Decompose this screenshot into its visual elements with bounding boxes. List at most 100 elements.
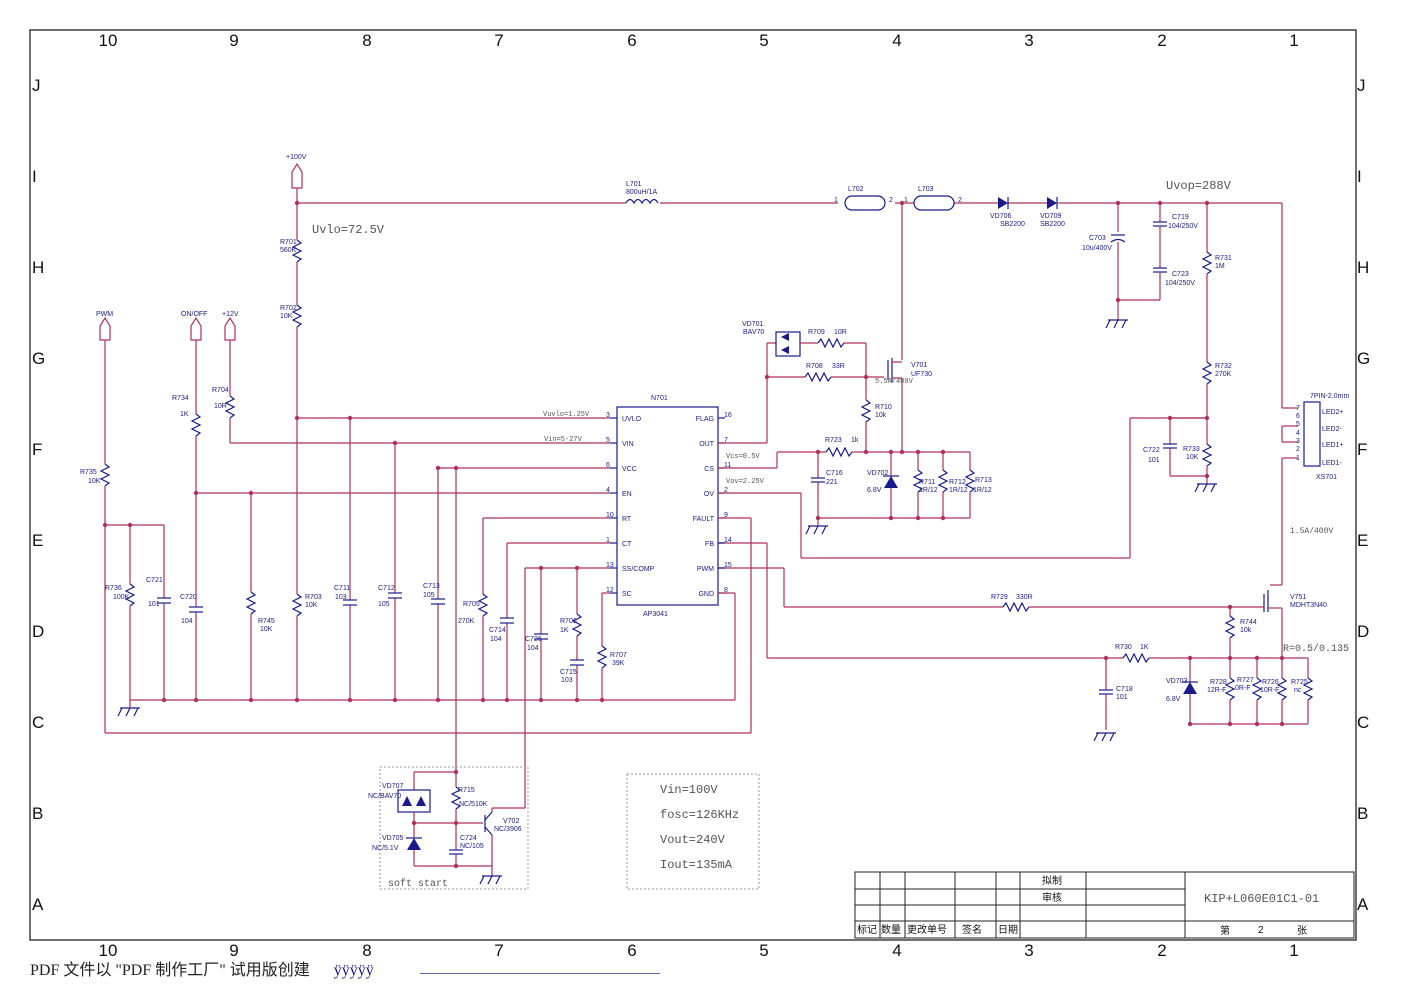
zone-row-left: G (32, 349, 45, 368)
svg-text:12R-F: 12R-F (1207, 687, 1226, 694)
svg-text:221: 221 (826, 479, 838, 486)
svg-text:+12V: +12V (222, 311, 239, 318)
ic-pin-left-num: 12 (606, 587, 614, 594)
svg-text:R745: R745 (258, 618, 275, 625)
zone-col-bottom: 10 (99, 941, 118, 960)
tb-col-label: 数量 (881, 923, 901, 936)
svg-text:330R: 330R (1016, 594, 1033, 601)
left-labels: R701 560K R702 10K R703 10K R704 10R R73… (80, 239, 627, 684)
svg-text:C720: C720 (180, 594, 197, 601)
ic-pin-left-num: 5 (606, 437, 610, 444)
xs701-pin-num: 1 (1296, 455, 1300, 462)
tb-doc-no: KIP+L060E01C1-01 (1204, 892, 1319, 906)
pwm-port: PWM (96, 311, 113, 341)
vin-range-note: Vin=5-27V (544, 436, 583, 444)
xs701-pin-label: LED2+ (1322, 409, 1344, 416)
svg-text:101: 101 (148, 601, 160, 608)
tb-sheet-suffix: 张 (1297, 925, 1307, 937)
svg-text:10K: 10K (280, 313, 293, 320)
zone-row-left: B (32, 804, 43, 823)
svg-text:0R-F: 0R-F (1235, 685, 1251, 692)
svg-text:10R-F: 10R-F (1260, 687, 1279, 694)
svg-text:R727: R727 (1237, 677, 1254, 684)
svg-text:ON/OFF: ON/OFF (181, 311, 207, 318)
svg-text:R703: R703 (305, 594, 322, 601)
zone-row-right: D (1357, 622, 1369, 641)
svg-text:AP3041: AP3041 (643, 611, 668, 618)
zone-col-top: 6 (627, 31, 636, 50)
zone-row-right: B (1357, 804, 1368, 823)
svg-text:R705: R705 (463, 601, 480, 608)
spec-line: Vout=240V (660, 833, 726, 847)
zone-row-right: I (1357, 167, 1362, 186)
uvlo-note: Uvlo=72.5V (312, 223, 385, 237)
svg-text:R707: R707 (610, 652, 627, 659)
svg-text:VD709: VD709 (1040, 213, 1062, 220)
svg-text:VD702: VD702 (867, 470, 889, 477)
xs701-pin-label: LED2- (1322, 426, 1343, 433)
svg-text:10R: 10R (214, 403, 227, 410)
svg-text:10K: 10K (88, 478, 101, 485)
cs-sense-network: R723 1k C716 221 VD702 6.8V R711 1R/12 R… (718, 437, 992, 535)
svg-text:2: 2 (889, 197, 893, 204)
ic-pin-right-name: OV (704, 491, 714, 498)
svg-text:C721: C721 (146, 577, 163, 584)
zone-col-top: 10 (99, 31, 118, 50)
svg-text:C703: C703 (1089, 235, 1106, 242)
svg-text:10u/400V: 10u/400V (1082, 245, 1112, 252)
svg-text:UF730: UF730 (911, 371, 932, 378)
svg-text:R715: R715 (458, 787, 475, 794)
left-capacitors (157, 592, 584, 666)
svg-text:NC/510K: NC/510K (459, 801, 488, 808)
svg-text:C719: C719 (1172, 214, 1189, 221)
ic-pin-left-num: 6 (606, 462, 610, 469)
ic-pin-right-num: 14 (724, 537, 732, 544)
svg-text:1k: 1k (851, 437, 859, 444)
svg-text:nc: nc (1294, 687, 1302, 694)
ic-n701: N701 AP3041 3UVLO5VIN6VCC4EN10RT1CT13SS/… (606, 395, 732, 618)
zone-row-left: E (32, 531, 43, 550)
gate-drive: VD701 BAV70 R709 10R R708 33R V701 UF730… (718, 321, 932, 452)
inductor-l701: L701 800uH/1A (625, 181, 659, 205)
ic-pin-left-num: 3 (606, 412, 610, 419)
svg-text:101: 101 (1148, 457, 1160, 464)
ic-pin-left-name: CT (622, 541, 632, 548)
svg-text:R702: R702 (280, 305, 297, 312)
svg-text:1K: 1K (1140, 644, 1149, 651)
svg-text:R735: R735 (80, 469, 97, 476)
svg-text:C711: C711 (334, 585, 350, 592)
ic-pin-left-name: VIN (622, 441, 634, 448)
svg-text:L702: L702 (848, 186, 864, 193)
xs701-pin-num: 6 (1296, 413, 1300, 420)
zone-col-bottom: 5 (759, 941, 768, 960)
svg-text:+100V: +100V (286, 154, 307, 161)
zone-row-left: J (32, 76, 41, 95)
v751-rating: 1.5A/400V (1290, 527, 1333, 536)
ic-pin-right-num: 16 (724, 412, 732, 419)
resistor-r744: R744 10k (1224, 607, 1257, 658)
svg-text:R731: R731 (1215, 255, 1232, 262)
ic-pin-right-num: 11 (724, 462, 731, 469)
tb-col-label: 日期 (998, 924, 1018, 936)
vcs-note: Vcs=0.5V (726, 453, 760, 461)
title-block: 拟制 审核 KIP+L060E01C1-01 标记数量更改单号签名日期 第 2 … (854, 871, 1355, 939)
svg-text:C716: C716 (826, 470, 843, 477)
zone-row-left: A (32, 895, 44, 914)
zone-col-top: 2 (1157, 31, 1166, 50)
diode-vd706: VD706 SB2200 (990, 197, 1025, 228)
svg-text:C724: C724 (460, 835, 477, 842)
svg-text:R728: R728 (1210, 679, 1227, 686)
svg-text:L701: L701 (626, 181, 642, 188)
svg-text:1M: 1M (1215, 263, 1225, 270)
svg-text:C726: C726 (525, 636, 542, 643)
connector-xs701: 7PIN-2.0mm XS701 7654321LED2+LED2-LED1+L… (1281, 393, 1349, 585)
spec-line: Iout=135mA (660, 858, 733, 872)
zone-col-bottom: 9 (229, 941, 238, 960)
tb-check: 审核 (1042, 891, 1062, 904)
svg-text:6.8V: 6.8V (867, 487, 882, 494)
svg-text:R730: R730 (1115, 644, 1132, 651)
